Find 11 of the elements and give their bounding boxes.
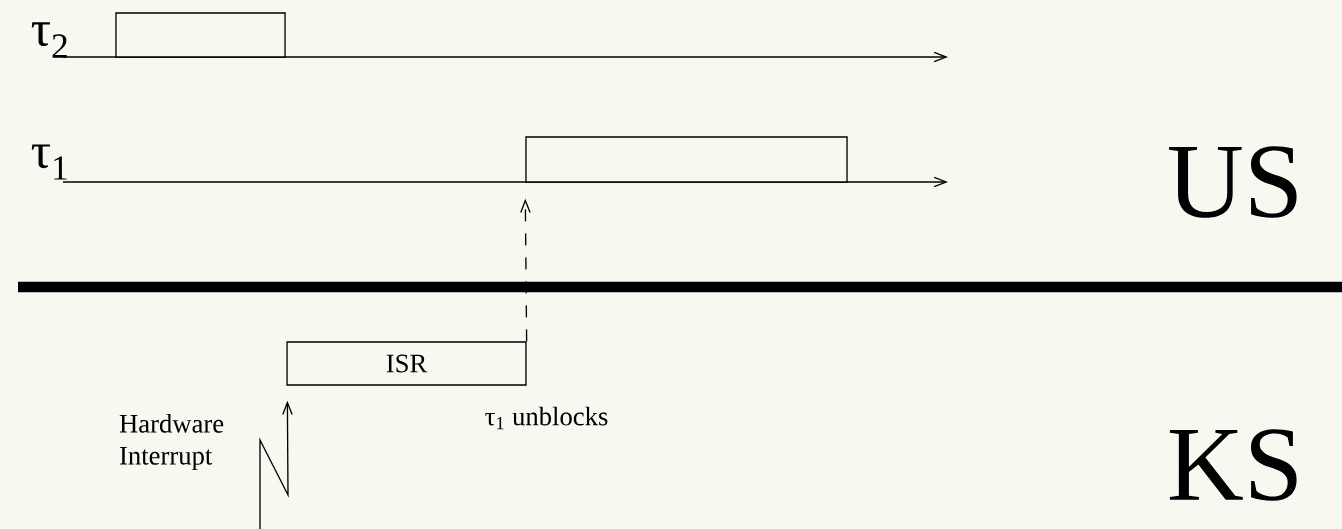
task-label: τ$_{1}$: [31, 144, 67, 180]
dashed-arrow: [520, 198, 531, 343]
edge-label: Hardware Interrupt: [119, 413, 224, 471]
region-label: KS: [1169, 429, 1297, 501]
execution-box: [115, 12, 286, 58]
region-label: US: [1169, 146, 1297, 218]
lightning-arrow: [259, 400, 293, 529]
isr-box: ISR: [286, 341, 527, 386]
event-label: τ$_{1}$ unblocks: [485, 406, 608, 430]
task-label: τ$_{2}$: [31, 22, 67, 58]
execution-box: [525, 136, 848, 183]
